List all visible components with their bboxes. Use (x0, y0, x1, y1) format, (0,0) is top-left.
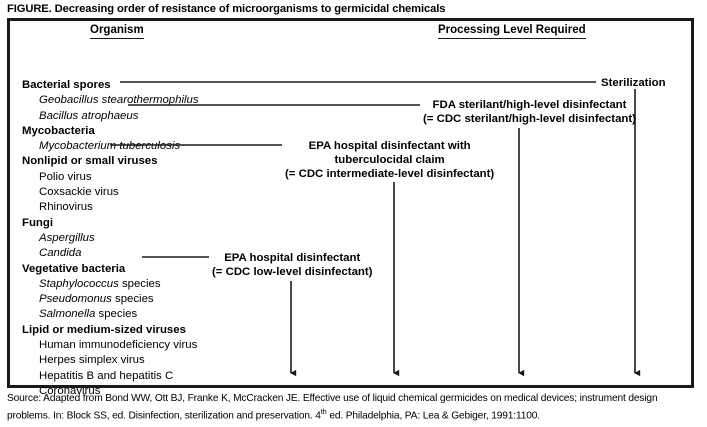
processing-label-epa-low-level: EPA hospital disinfectant (= CDC low-leve… (212, 251, 372, 279)
organism-group-name: Vegetative bacteria (22, 262, 126, 275)
organism-member: Mycobacterium tuberculosis (39, 140, 181, 153)
organism-member: Geobacillus stearothermophilus (39, 94, 199, 107)
organism-member: Candida (39, 247, 82, 260)
processing-label-line: (= CDC sterilant/high-level disinfectant… (423, 113, 636, 126)
organism-member: Rhinovirus (39, 201, 93, 214)
organism-group-name: Lipid or medium-sized viruses (22, 323, 186, 336)
figure-title: FIGURE. Decreasing order of resistance o… (7, 3, 446, 15)
organism-member: Bacillus atrophaeus (39, 109, 139, 122)
organism-member: Herpes simplex virus (39, 354, 145, 367)
organism-group-name: Nonlipid or small viruses (22, 155, 158, 168)
organism-group-name: Mycobacteria (22, 124, 95, 137)
processing-label-line: EPA hospital disinfectant (224, 252, 361, 264)
source-line-1: Source: Adapted from Bond WW, Ott BJ, Fr… (7, 393, 658, 404)
organism-member: Coxsackie virus (39, 186, 119, 199)
processing-label-line: EPA hospital disinfectant with (308, 140, 471, 152)
organism-member: Pseudomonus species (39, 293, 154, 306)
organism-member: Coronavirus (39, 384, 101, 397)
processing-label-epa-intermediate: EPA hospital disinfectant with tuberculoc… (285, 139, 494, 182)
figure-panel (7, 18, 694, 388)
source-line-2b: ed. Philadelphia, PA: Lea & Gebiger, 199… (326, 410, 540, 422)
organism-member: Aspergillus (39, 231, 95, 244)
source-line-2a: problems. In: Block SS, ed. Disinfection… (7, 410, 321, 422)
processing-label-line: tuberculocidal claim (334, 154, 445, 167)
organism-member: Hepatitis B and hepatitis C (39, 369, 174, 382)
processing-label-fda-sterilant: FDA sterilant/high-level disinfectant (= … (423, 98, 636, 126)
processing-label-line: Sterilization (601, 77, 666, 89)
source-note: Source: Adapted from Bond WW, Ott BJ, Fr… (7, 392, 702, 423)
organism-member: Salmonella species (39, 308, 138, 321)
column-header-organism: Organism (90, 24, 144, 39)
organism-member: Staphylococcus species (39, 277, 161, 290)
organism-group-name: Fungi (22, 216, 53, 229)
processing-label-sterilization: Sterilization (601, 76, 666, 90)
organism-member: Human immunodeficiency virus (39, 339, 198, 352)
source-ordinal-suffix: th (320, 407, 327, 417)
processing-label-line: FDA sterilant/high-level disinfectant (432, 99, 627, 111)
column-header-processing-level: Processing Level Required (438, 24, 586, 39)
processing-label-line: (= CDC low-level disinfectant) (212, 266, 373, 279)
organism-group-name: Bacterial spores (22, 79, 111, 91)
processing-label-line: (= CDC intermediate-level disinfectant) (285, 168, 495, 181)
organism-member: Polio virus (39, 170, 92, 183)
